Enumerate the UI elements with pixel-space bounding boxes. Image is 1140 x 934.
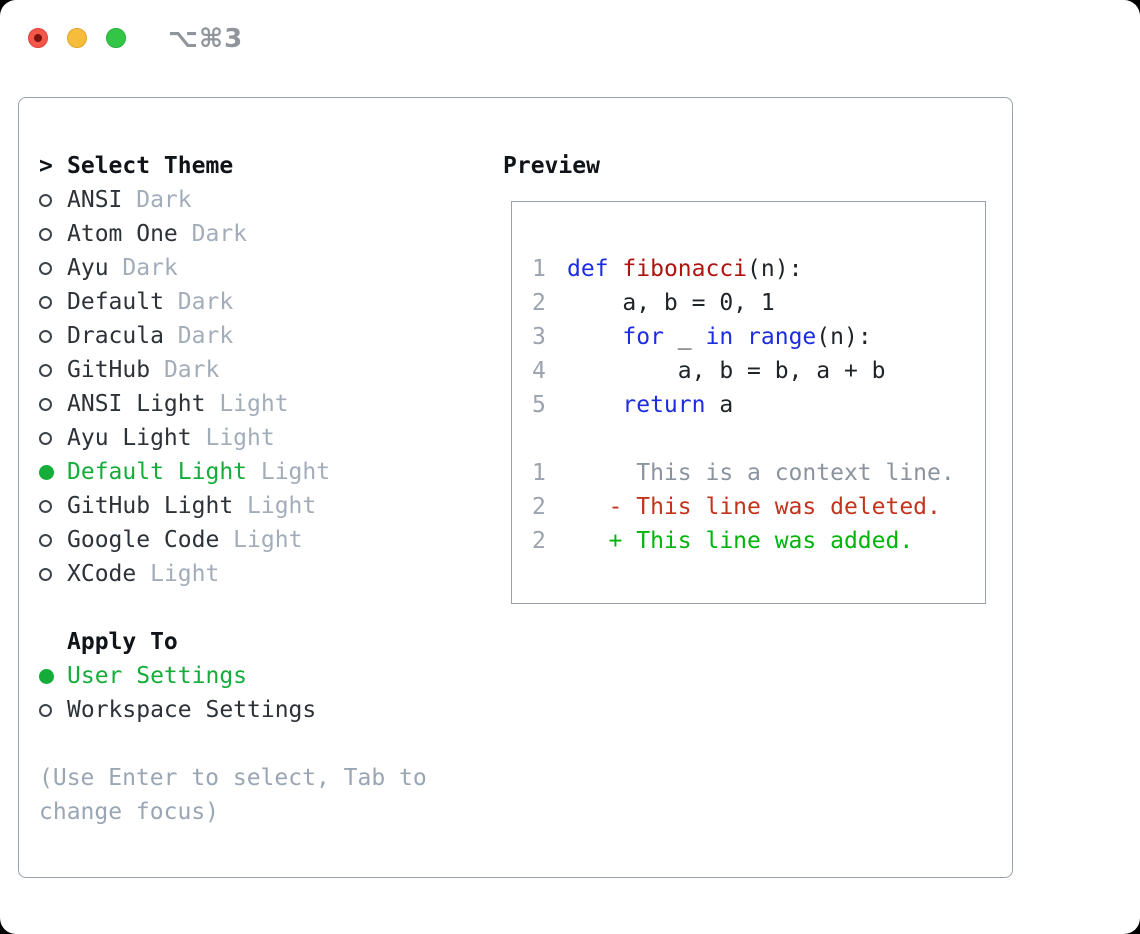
theme-option-github-dark[interactable]: GitHub Dark bbox=[39, 353, 489, 387]
radio-unselected-icon bbox=[39, 397, 67, 411]
focus-marker: > bbox=[39, 153, 67, 179]
line-number: 2 bbox=[532, 528, 546, 554]
zoom-button[interactable] bbox=[106, 28, 126, 48]
spacer bbox=[39, 591, 489, 625]
option-variant-label: Light bbox=[233, 493, 317, 519]
hint-line-1: (Use Enter to select, Tab to bbox=[39, 765, 427, 791]
radio-unselected-icon bbox=[39, 499, 67, 513]
option-variant-label: Light bbox=[205, 391, 289, 417]
theme-option-default-light[interactable]: Default Light Light bbox=[39, 455, 489, 489]
option-label: ANSI bbox=[67, 187, 123, 213]
line-number: 3 bbox=[532, 324, 546, 350]
option-variant-label: Dark bbox=[163, 289, 234, 315]
theme-option-default-dark[interactable]: Default Dark bbox=[39, 285, 489, 319]
option-variant-label: Dark bbox=[108, 255, 178, 281]
window-titlebar: ⌥⌘3 bbox=[0, 0, 1140, 78]
line-number: 2 bbox=[532, 494, 546, 520]
radio-selected-icon bbox=[39, 464, 67, 480]
theme-option-atom-one-dark[interactable]: Atom One Dark bbox=[39, 217, 489, 251]
radio-unselected-icon bbox=[39, 703, 67, 717]
apply-to-header-row: Apply To bbox=[39, 625, 489, 659]
select-theme-header-row: > Select Theme bbox=[39, 149, 489, 183]
close-button[interactable] bbox=[28, 28, 48, 48]
code-line-7: 1 This is a context line. bbox=[532, 460, 955, 486]
option-label: Default bbox=[67, 289, 164, 315]
option-label: Dracula bbox=[67, 323, 164, 349]
option-variant-label: Dark bbox=[122, 187, 192, 213]
code-line-9: 2 + This line was added. bbox=[532, 528, 914, 554]
code-line-4: 4 a, b = b, a + b bbox=[532, 358, 886, 384]
theme-option-google-code[interactable]: Google Code Light bbox=[39, 523, 489, 557]
radio-selected-icon bbox=[39, 668, 67, 684]
theme-option-ansi-dark[interactable]: ANSI Dark bbox=[39, 183, 489, 217]
option-variant-label: Light bbox=[191, 425, 275, 451]
preview-column: Preview bbox=[503, 149, 600, 183]
option-label: XCode bbox=[67, 561, 137, 587]
code-line-5: 5 return a bbox=[532, 392, 734, 418]
code-line-2: 2 a, b = 0, 1 bbox=[532, 290, 775, 316]
minimize-button[interactable] bbox=[67, 28, 87, 48]
hint-line-2: change focus) bbox=[39, 799, 220, 825]
code-line-3: 3 for _ in range(n): bbox=[532, 324, 872, 350]
option-label: Atom One bbox=[67, 221, 178, 247]
radio-unselected-icon bbox=[39, 431, 67, 445]
line-number: 1 bbox=[532, 460, 546, 486]
option-variant-label: Light bbox=[136, 561, 220, 587]
option-label: Ayu Light bbox=[67, 425, 192, 451]
radio-unselected-icon bbox=[39, 533, 67, 547]
option-variant-label: Dark bbox=[163, 323, 234, 349]
window-title: ⌥⌘3 bbox=[168, 24, 244, 54]
option-label: GitHub Light bbox=[67, 493, 234, 519]
radio-unselected-icon bbox=[39, 227, 67, 241]
theme-option-dracula-dark[interactable]: Dracula Dark bbox=[39, 319, 489, 353]
option-label: Workspace Settings bbox=[67, 697, 317, 723]
radio-unselected-icon bbox=[39, 567, 67, 581]
code-line-6 bbox=[532, 422, 985, 456]
option-label: GitHub bbox=[67, 357, 151, 383]
radio-unselected-icon bbox=[39, 329, 67, 343]
option-label: Default Light bbox=[67, 459, 248, 485]
option-variant-label: Dark bbox=[177, 221, 248, 247]
option-variant-label: Light bbox=[247, 459, 331, 485]
option-label: Ayu bbox=[67, 255, 109, 281]
prompt-icon: > bbox=[39, 153, 53, 179]
radio-unselected-icon bbox=[39, 363, 67, 377]
option-label: User Settings bbox=[67, 663, 248, 689]
option-label: ANSI Light bbox=[67, 391, 206, 417]
radio-unselected-icon bbox=[39, 193, 67, 207]
option-variant-label: Light bbox=[219, 527, 303, 553]
radio-unselected-icon bbox=[39, 295, 67, 309]
apply-option-user-settings[interactable]: User Settings bbox=[39, 659, 489, 693]
theme-option-github-light[interactable]: GitHub Light Light bbox=[39, 489, 489, 523]
theme-option-ayu-dark[interactable]: Ayu Dark bbox=[39, 251, 489, 285]
theme-option-ansi-light[interactable]: ANSI Light Light bbox=[39, 387, 489, 421]
theme-option-ayu-light[interactable]: Ayu Light Light bbox=[39, 421, 489, 455]
option-label: Google Code bbox=[67, 527, 220, 553]
preview-header: Preview bbox=[503, 153, 600, 179]
spacer bbox=[39, 727, 489, 761]
code-line-8: 2 - This line was deleted. bbox=[532, 494, 941, 520]
apply-option-workspace-settings[interactable]: Workspace Settings bbox=[39, 693, 489, 727]
radio-unselected-icon bbox=[39, 261, 67, 275]
option-variant-label: Dark bbox=[150, 357, 220, 383]
apply-to-header: Apply To bbox=[67, 629, 178, 655]
line-number: 5 bbox=[532, 392, 546, 418]
line-number: 2 bbox=[532, 290, 546, 316]
line-number: 4 bbox=[532, 358, 546, 384]
select-theme-header: Select Theme bbox=[67, 153, 234, 179]
theme-option-xcode-light[interactable]: XCode Light bbox=[39, 557, 489, 591]
close-active-dot bbox=[34, 34, 42, 42]
line-number: 1 bbox=[532, 256, 546, 282]
